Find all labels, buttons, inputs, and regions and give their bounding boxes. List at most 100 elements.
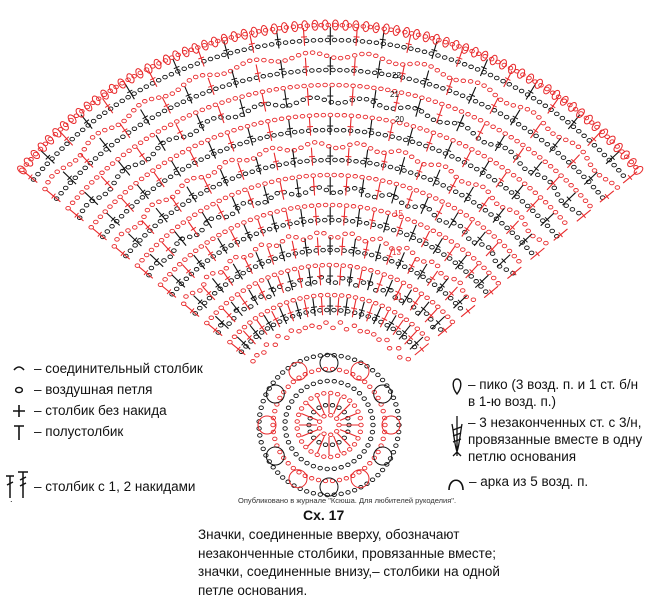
chain-stitch — [527, 129, 534, 135]
chain-stitch — [198, 244, 205, 249]
chain-stitch — [201, 282, 207, 287]
chain-stitch — [268, 195, 274, 201]
chain-stitch — [148, 247, 155, 253]
chain-stitch — [496, 127, 502, 133]
picot — [534, 78, 543, 89]
legend-label: – соединительный столбик — [34, 361, 203, 376]
chain-stitch — [118, 213, 125, 219]
chain-stitch — [400, 183, 406, 189]
chain-stitch — [240, 201, 247, 206]
stitch-tick — [504, 77, 511, 81]
chain-stitch — [316, 325, 323, 330]
chain-stitch — [541, 175, 548, 180]
row-number: 22 — [392, 71, 401, 80]
chain-stitch — [339, 158, 345, 163]
chain-stitch — [343, 476, 349, 481]
stitch-tick — [197, 121, 204, 125]
stitch-tick — [173, 202, 179, 207]
chain-stitch — [79, 109, 85, 114]
chain-stitch — [451, 276, 457, 282]
chain-stitch — [602, 176, 609, 182]
picot — [135, 68, 144, 79]
stitch-tick — [457, 299, 463, 305]
stitch-tick — [355, 217, 362, 219]
chain-stitch — [408, 154, 415, 160]
chain-stitch — [120, 134, 126, 139]
chain-stitch — [192, 74, 199, 80]
chain-stitch — [465, 112, 471, 117]
chain-stitch — [285, 461, 291, 466]
stitch-tick — [495, 213, 502, 218]
chain-stitch — [355, 436, 361, 441]
stitch-tick — [74, 212, 79, 218]
chain-stitch — [162, 58, 169, 63]
stitch-tick — [287, 280, 294, 283]
chain-stitch — [542, 159, 548, 165]
chain-stitch — [508, 149, 514, 155]
chain-stitch — [201, 58, 207, 64]
chain-stitch — [507, 207, 513, 212]
chain-stitch — [457, 306, 464, 311]
chain-stitch — [265, 101, 272, 107]
chain-stitch — [137, 140, 144, 145]
stitch-tick — [429, 276, 436, 281]
stitch-tick — [386, 254, 393, 258]
chain-stitch — [132, 243, 138, 248]
chain-stitch — [490, 124, 496, 129]
chain-stitch — [84, 185, 90, 190]
chain-stitch — [431, 282, 438, 287]
chain-stitch — [508, 135, 514, 140]
chain-stitch — [519, 240, 525, 245]
chain-stitch — [424, 225, 430, 230]
chain-stitch — [330, 190, 337, 196]
stitch-tick — [450, 183, 456, 188]
stitch-tick — [185, 93, 192, 97]
chain-stitch — [457, 209, 464, 214]
chain-stitch — [265, 258, 272, 264]
chain-stitch — [337, 190, 344, 195]
chain-stitch — [118, 231, 125, 237]
chain-stitch — [282, 58, 288, 63]
chain-stitch — [388, 149, 395, 154]
chain-stitch — [108, 142, 115, 148]
chain-stitch — [310, 381, 317, 387]
chain-stitch — [463, 213, 470, 218]
chain-stitch — [214, 54, 220, 60]
chain-stitch — [156, 182, 162, 187]
chain-stitch — [283, 25, 290, 30]
chain-stitch — [293, 234, 299, 240]
chain-stitch — [410, 124, 417, 129]
stitch-tick — [145, 224, 151, 230]
chain-stitch — [174, 241, 180, 246]
stitch-tick — [177, 236, 184, 241]
stitch-tick — [209, 148, 215, 152]
chain-stitch — [418, 222, 424, 227]
chain-stitch — [229, 176, 236, 181]
chain-stitch — [465, 125, 471, 131]
chain-stitch — [583, 115, 590, 121]
chain-stitch — [499, 221, 505, 226]
chain-stitch — [351, 386, 357, 392]
chain-stitch — [586, 138, 593, 143]
stitch-tick — [446, 85, 453, 88]
chain-stitch — [306, 248, 312, 254]
stitch-tick — [306, 276, 314, 279]
stitch-tick — [532, 128, 539, 133]
stitch-tick — [466, 192, 472, 197]
legend-label: – арка из 5 возд. п. — [469, 474, 589, 489]
chain-stitch — [117, 194, 123, 200]
chain-stitch — [232, 96, 239, 101]
chain-stitch — [275, 59, 282, 64]
chain-stitch — [394, 43, 400, 49]
stitch-tick — [388, 321, 395, 326]
stitch-tick — [149, 76, 156, 81]
chain-stitch — [341, 451, 347, 456]
chain-stitch — [364, 329, 371, 335]
picot — [144, 63, 153, 74]
stitch-tick — [489, 246, 495, 252]
chain-stitch — [156, 199, 162, 205]
chain-stitch — [62, 185, 69, 191]
chain-stitch — [367, 461, 373, 466]
stitch-tick — [277, 282, 284, 286]
legend-label: – 3 незаконченных ст. с 3/н, — [468, 415, 642, 430]
